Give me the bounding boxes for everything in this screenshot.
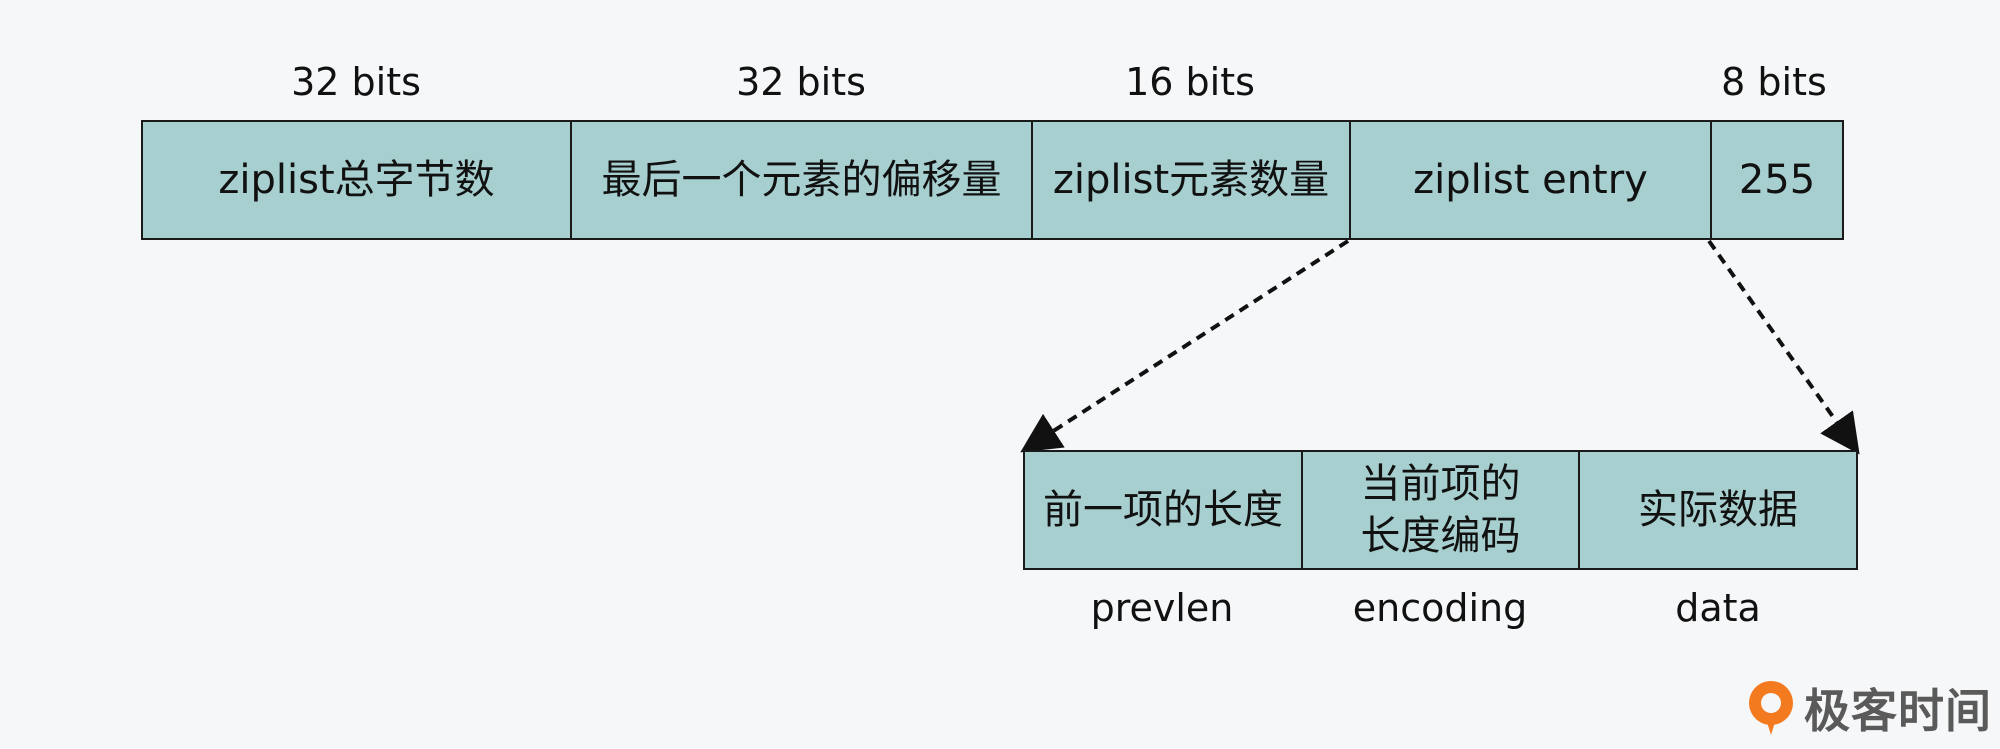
cell-prevlen: 前一项的长度 [1025,452,1303,568]
cell-ziplist-entry: ziplist entry [1351,122,1712,238]
cell-encoding: 当前项的 长度编码 [1303,452,1580,568]
cell-end-marker: 255 [1738,157,1816,203]
bits-label-entry-count: 16 bits [1125,60,1255,104]
cell-tail-offset: 最后一个元素的偏移量 [572,122,1033,238]
field-encoding: encoding [1352,586,1528,630]
cell-data: 实际数据 [1638,487,1798,533]
bits-label-end: 8 bits [1721,60,1827,104]
cell-entry-count: ziplist元素数量 [1033,122,1351,238]
brand-logo: 极客时间 [1744,678,1992,738]
cell-total-bytes: ziplist总字节数 [143,122,572,238]
bits-label-tail-offset: 32 bits [736,60,866,104]
bits-label-total-bytes: 32 bits [291,60,421,104]
brand-text: 极客时间 [1804,684,1992,738]
geektime-logo-icon [1749,681,1793,735]
ziplist-layout-row: ziplist总字节数 最后一个元素的偏移量 ziplist元素数量 zipli… [141,120,1844,240]
entry-layout-row: 前一项的长度 当前项的 长度编码 实际数据 [1023,450,1858,570]
arrow-left [1020,239,1350,453]
arrow-right [1707,239,1860,455]
field-data: data [1675,586,1761,630]
field-prevlen: prevlen [1090,586,1234,630]
cell-encoding-line2: 长度编码 [1360,513,1521,559]
cell-encoding-line1: 当前项的 [1360,461,1521,507]
